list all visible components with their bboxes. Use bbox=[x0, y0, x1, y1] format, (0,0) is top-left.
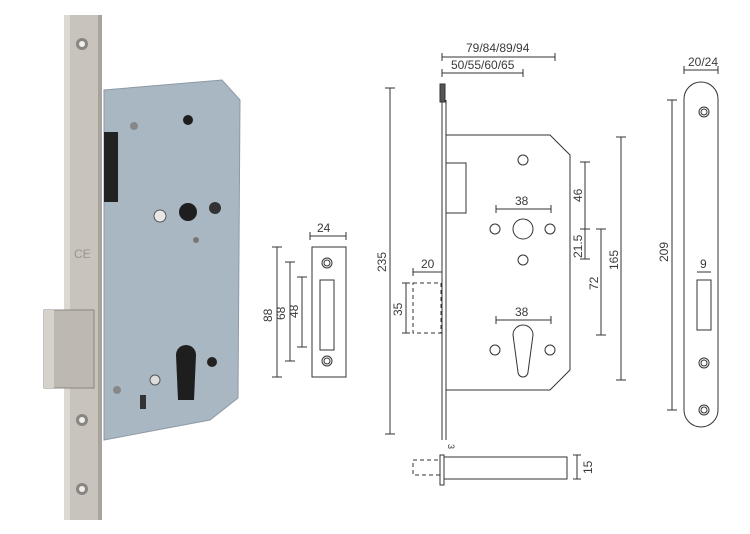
slot-width-label: 9 bbox=[700, 257, 707, 271]
lock-photo: CE bbox=[0, 0, 260, 534]
strike-height-48: 48 bbox=[287, 304, 301, 318]
svg-text:CE: CE bbox=[74, 247, 91, 261]
spindle-spacing-label: 38 bbox=[515, 194, 529, 208]
latch-height-label: 35 bbox=[391, 302, 405, 316]
faceplate-height-label: 209 bbox=[657, 242, 671, 262]
bolt-width-label: 15 bbox=[581, 460, 595, 474]
faceplate-thickness-label: 3 bbox=[446, 444, 456, 449]
backset-outer-label: 79/84/89/94 bbox=[466, 41, 530, 55]
strike-height-68: 68 bbox=[274, 306, 288, 320]
faceplate-width-label: 20/24 bbox=[688, 55, 718, 69]
total-height-label: 235 bbox=[375, 252, 389, 272]
center-to-center-label: 72 bbox=[587, 276, 601, 290]
backset-inner-label: 50/55/60/65 bbox=[451, 58, 515, 72]
strike-height-88: 88 bbox=[261, 308, 275, 322]
cylinder-spacing-label: 38 bbox=[515, 305, 529, 319]
case-height-label: 165 bbox=[607, 250, 621, 270]
strike-width-label: 24 bbox=[317, 221, 331, 235]
top-dim-label: 46 bbox=[571, 188, 585, 202]
latch-projection-label: 20 bbox=[421, 257, 435, 271]
mid-dim-label: 21.5 bbox=[571, 234, 585, 258]
